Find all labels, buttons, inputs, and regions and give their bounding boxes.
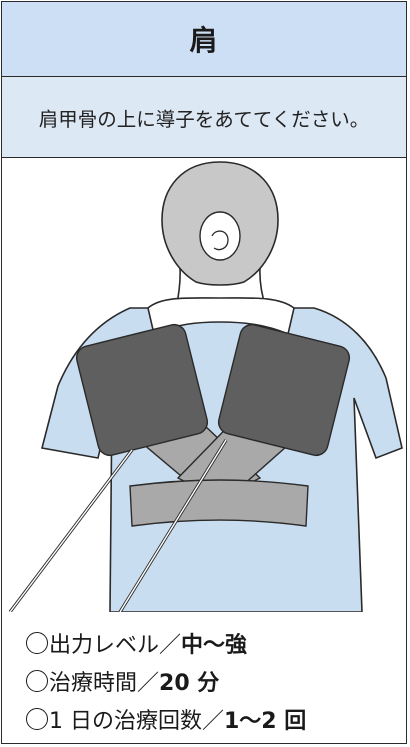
setting-value: 中〜強 <box>181 627 247 659</box>
bullet-circle-icon <box>26 632 48 654</box>
setting-value: 1〜2 回 <box>224 703 306 735</box>
setting-row-treatment-time: 治療時間／ 20 分 <box>26 662 396 700</box>
hair-bun-shape <box>200 212 240 260</box>
setting-label: 治療時間／ <box>49 665 159 697</box>
bullet-circle-icon <box>26 670 48 692</box>
instruction-bar: 肩甲骨の上に導子をあててください。 <box>2 77 406 158</box>
title-bar: 肩 <box>2 2 406 77</box>
setting-row-output-level: 出力レベル／ 中〜強 <box>26 624 396 662</box>
bullet-circle-icon <box>26 708 48 730</box>
setting-label: 出力レベル／ <box>49 627 181 659</box>
treatment-settings: 出力レベル／ 中〜強 治療時間／ 20 分 1 日の治療回数／ 1〜2 回 <box>26 624 396 738</box>
page-title: 肩 <box>189 19 218 59</box>
setting-row-daily-count: 1 日の治療回数／ 1〜2 回 <box>26 700 396 738</box>
waist-belt <box>130 480 308 526</box>
instruction-text: 肩甲骨の上に導子をあててください。 <box>39 103 370 132</box>
setting-label: 1 日の治療回数／ <box>49 703 224 735</box>
setting-value: 20 分 <box>159 665 219 697</box>
shoulder-pad-illustration <box>2 158 406 612</box>
